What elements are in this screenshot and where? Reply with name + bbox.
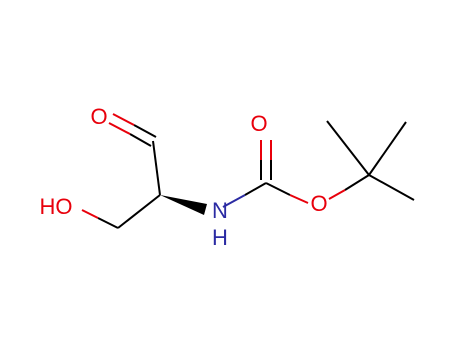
aldehyde-double-bond-inner: [129, 133, 152, 147]
bond-carbonyl-to-ester-o: [265, 182, 291, 196]
bond-ch2-to-oh: [97, 217, 119, 229]
bond-ester-o-to-tbu-red: [328, 189, 346, 200]
carbonyl-oxygen-label: O: [250, 111, 267, 136]
bond-tbu-methyl-up-right: [368, 121, 407, 176]
bond-ester-o-to-tbu: [344, 174, 370, 191]
bond-n-to-carbonyl: [244, 182, 267, 196]
stereo-wedge-bond: [160, 195, 207, 215]
aldehyde-double-bond-inner-red: [108, 122, 131, 135]
hydroxyl-label: HO: [40, 194, 73, 219]
ester-oxygen-label: O: [310, 191, 327, 216]
bond-cho-to-chiral: [152, 140, 161, 196]
bond-tbu-methyl-up-left: [326, 120, 370, 176]
aldehyde-double-bond-outer: [133, 124, 157, 138]
bond-carbonyl-to-ester-o-red: [289, 194, 309, 204]
amine-nitrogen-label: N: [212, 198, 228, 223]
bonds: [81, 113, 415, 229]
amine-hydrogen-label: H: [212, 225, 228, 250]
aldehyde-double-bond-outer-red: [112, 113, 135, 126]
bond-chiral-to-ch2: [117, 194, 161, 229]
atom-labels: O HO O O N H: [40, 104, 328, 250]
aldehyde-oxygen-label: O: [90, 104, 107, 129]
bond-n-to-carbonyl-blue: [222, 194, 246, 208]
bond-tbu-methyl-right: [368, 174, 415, 201]
bond-ch2-to-oh-red: [81, 209, 99, 219]
